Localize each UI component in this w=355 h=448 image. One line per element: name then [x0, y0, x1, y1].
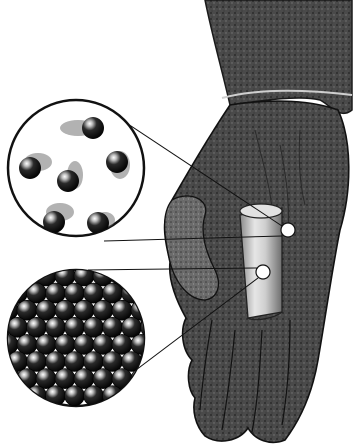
lattice-ball: [74, 334, 94, 354]
lattice-ball: [131, 369, 151, 389]
lattice-ball: [46, 352, 66, 372]
lattice-ball: [36, 300, 56, 320]
lattice-ball: [17, 334, 37, 354]
lattice-ball: [74, 300, 94, 320]
lattice-ball: [103, 352, 123, 372]
lattice-ball: [55, 334, 75, 354]
lattice-ball: [0, 386, 9, 406]
lattice-ball: [93, 266, 113, 286]
lattice-ball: [0, 352, 9, 372]
lattice-ball: [8, 386, 28, 406]
inset-packed-lattice: [0, 266, 170, 406]
lattice-ball: [0, 283, 9, 303]
lattice-ball: [0, 369, 18, 389]
focus-point-upper: [281, 223, 295, 237]
lattice-ball: [36, 369, 56, 389]
lattice-ball: [112, 334, 132, 354]
lattice-ball: [122, 317, 142, 337]
lattice-ball: [93, 334, 113, 354]
lattice-ball: [103, 317, 123, 337]
lattice-ball: [141, 386, 161, 406]
lattice-ball: [27, 352, 47, 372]
lattice-ball: [84, 352, 104, 372]
lattice-ball: [0, 300, 18, 320]
lattice-ball: [8, 317, 28, 337]
lattice-ball: [131, 334, 151, 354]
lattice-ball: [65, 317, 85, 337]
lattice-ball: [65, 352, 85, 372]
lattice-ball: [17, 300, 37, 320]
particle-6: [87, 212, 115, 234]
inset-dispersed-particles: [8, 100, 144, 236]
lattice-ball: [103, 283, 123, 303]
lattice-ball: [8, 352, 28, 372]
lattice-ball: [150, 369, 170, 389]
lattice-ball: [84, 283, 104, 303]
lattice-ball: [74, 369, 94, 389]
lattice-ball: [112, 369, 132, 389]
lattice-ball: [84, 317, 104, 337]
lattice-ball: [36, 334, 56, 354]
lattice-ball: [55, 369, 75, 389]
lattice-ball: [112, 300, 132, 320]
lattice-ball: [27, 283, 47, 303]
focus-point-lower: [256, 265, 270, 279]
lattice-ball: [46, 386, 66, 406]
lattice-ball: [122, 386, 142, 406]
lattice-ball: [55, 300, 75, 320]
lattice-ball: [27, 317, 47, 337]
lattice-ball: [46, 283, 66, 303]
lattice-ball: [65, 283, 85, 303]
lattice-ball: [93, 369, 113, 389]
lattice-ball: [122, 283, 142, 303]
lattice-ball: [65, 386, 85, 406]
lattice-ball: [141, 352, 161, 372]
lattice-ball: [0, 266, 18, 286]
lattice-ball: [93, 300, 113, 320]
lattice-ball: [112, 266, 132, 286]
lattice-ball: [150, 300, 170, 320]
lattice-ball: [46, 317, 66, 337]
lattice-ball: [141, 283, 161, 303]
